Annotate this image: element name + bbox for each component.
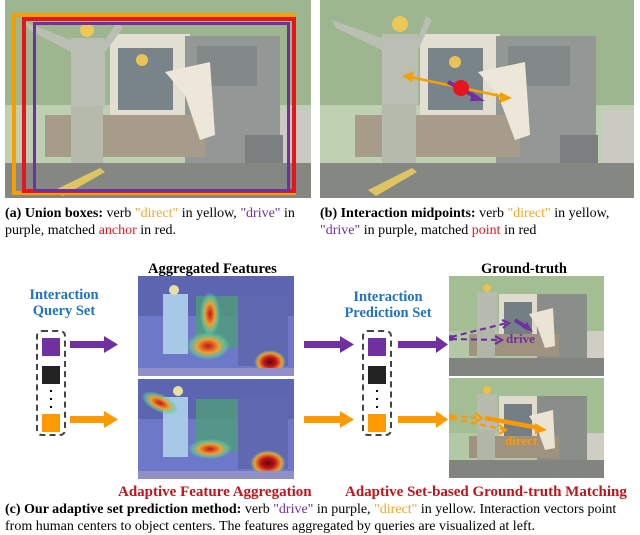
verb-direct: "direct" [374, 502, 418, 517]
matched-point-text: point [471, 223, 501, 238]
query-orange [42, 414, 60, 432]
ground-truth-direct: direct [449, 378, 604, 478]
matched-anchor: anchor [98, 223, 137, 238]
direct-gt-arrows [450, 412, 540, 435]
ground-truth-drive: drive [449, 276, 604, 376]
panel-b-image [320, 0, 634, 198]
prediction-purple [368, 338, 386, 356]
scene-illustration [449, 276, 604, 376]
verb-drive: "drive" [240, 206, 281, 221]
scene-illustration [449, 378, 604, 478]
caption-b: (b) Interaction midpoints: verb "direct"… [320, 206, 610, 238]
arrow-purple-icon [304, 336, 354, 353]
verb-direct: "direct" [507, 206, 551, 221]
union-box-drive [33, 22, 290, 192]
caption-a-label: (a) Union boxes: [5, 206, 104, 221]
prediction-set-box [362, 330, 392, 436]
prediction-black [368, 366, 386, 384]
aggregated-features-header: Aggregated Features [148, 261, 277, 277]
ellipsis-dot [50, 390, 52, 392]
arrow-purple-icon [398, 336, 448, 353]
caption-a: (a) Union boxes: verb "direct" in yellow… [5, 206, 295, 238]
ellipsis-dot [376, 390, 378, 392]
query-set-label: Interaction Query Set [29, 287, 99, 319]
prediction-orange [368, 414, 386, 432]
scene-illustration [320, 0, 634, 198]
ellipsis-dot [50, 398, 52, 400]
ellipsis-dot [376, 398, 378, 400]
gt-label-drive: drive [506, 331, 535, 346]
arrow-purple-icon [70, 336, 118, 353]
prediction-set-label: Interaction Prediction Set [344, 289, 432, 321]
ellipsis-dot [50, 406, 52, 408]
heatmap-illustration [138, 276, 294, 376]
drive-gt-arrows [450, 318, 531, 345]
caption-c-label: (c) Our adaptive set prediction method: [5, 502, 242, 517]
ellipsis-dot [376, 406, 378, 408]
gt-label-direct: direct [505, 433, 538, 448]
arrow-orange-icon [70, 411, 118, 428]
caption-c: (c) Our adaptive set prediction method: … [5, 502, 617, 534]
heatmap-illustration [138, 379, 294, 479]
matched-point [453, 80, 469, 96]
arrow-orange-icon [398, 411, 448, 428]
arrow-orange-icon [304, 411, 354, 428]
heatmap-direct [138, 379, 294, 479]
heatmap-drive [138, 276, 294, 376]
verb-direct: "direct" [134, 206, 179, 221]
query-black [42, 366, 60, 384]
query-purple [42, 338, 60, 356]
adaptive-feature-aggregation-label: Adaptive Feature Aggregation [118, 484, 312, 500]
panel-a-image [5, 0, 311, 198]
adaptive-set-matching-label: Adaptive Set-based Ground-truth Matching [345, 484, 627, 500]
query-set-box [36, 330, 66, 436]
caption-b-label: (b) Interaction midpoints: [320, 206, 476, 221]
verb-drive: "drive" [320, 223, 361, 238]
ground-truth-header: Ground-truth [481, 261, 567, 277]
verb-drive: "drive" [273, 502, 314, 517]
